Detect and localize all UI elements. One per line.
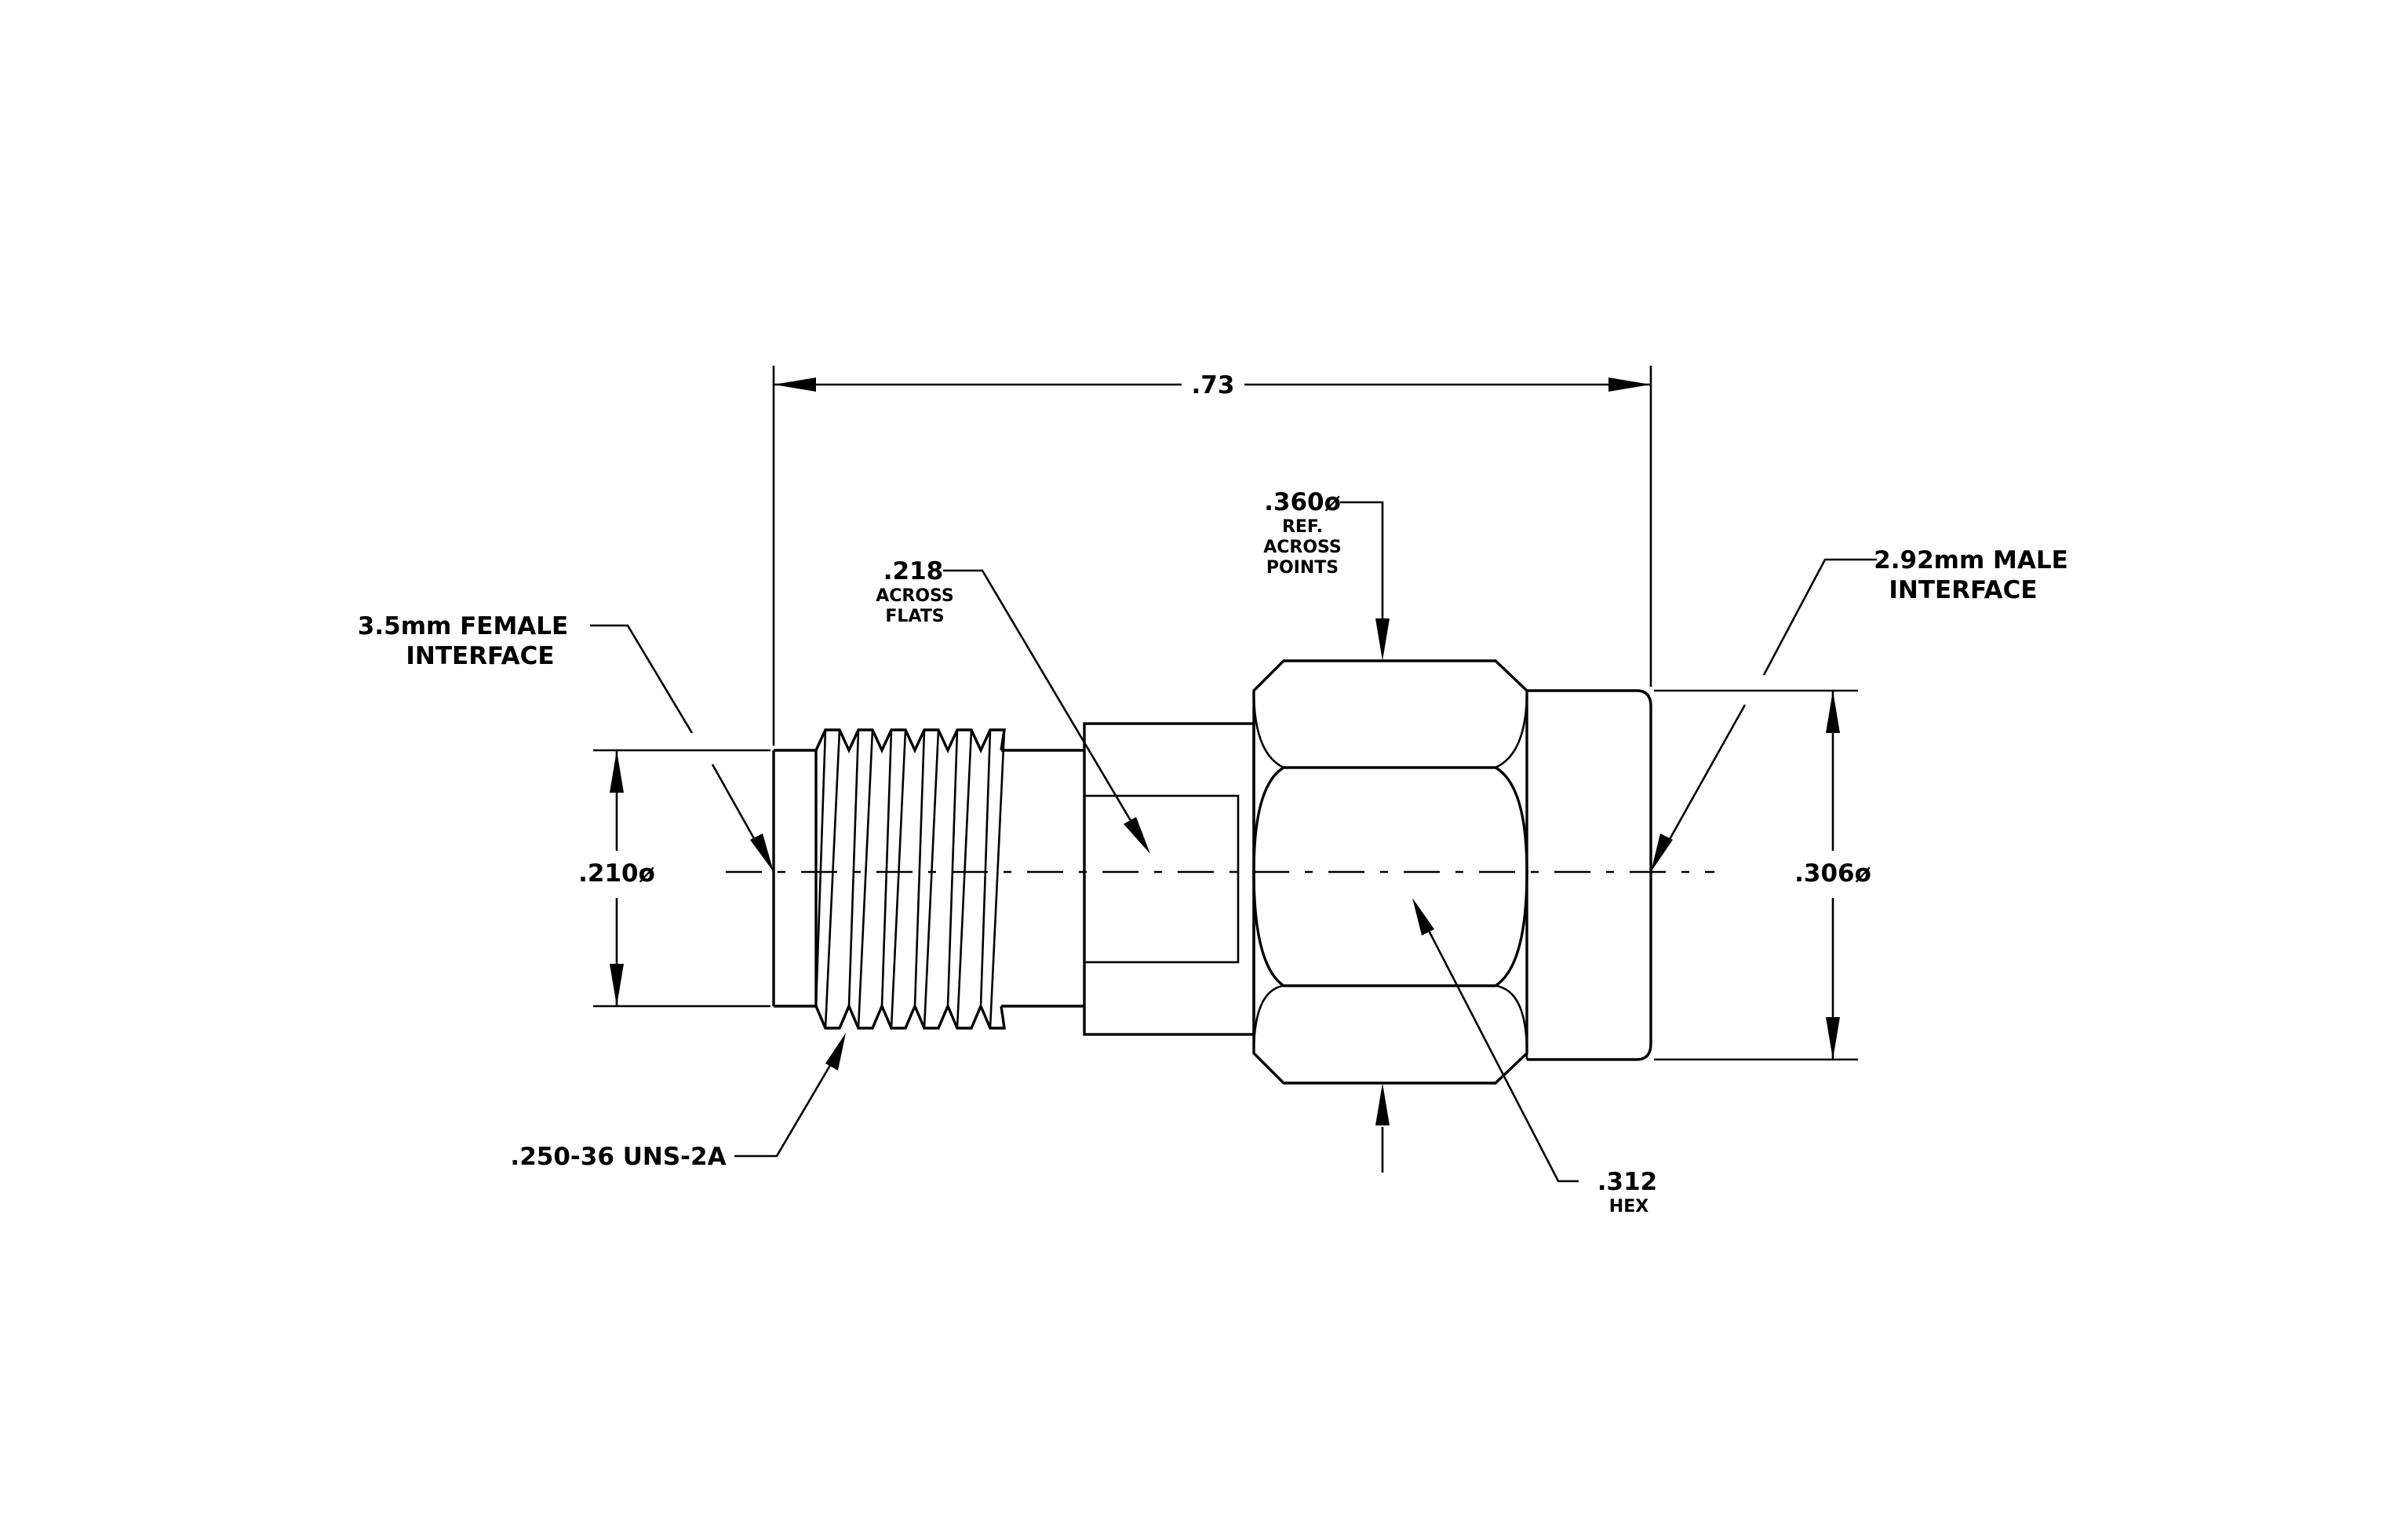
overall-length-dimension: .73 (772, 366, 1652, 746)
left-diameter-label: .210ø (578, 859, 655, 888)
thread-spec: .250-36 UNS-2A (510, 1143, 726, 1171)
flats-callout: .218 ACROSS FLATS (876, 557, 1150, 854)
hex-nut (1252, 659, 1528, 1085)
flats-line1: ACROSS (876, 586, 954, 606)
right-diameter-label: .306ø (1794, 859, 1871, 888)
points-line1: REF. (1282, 517, 1323, 537)
male-body (1525, 689, 1652, 1061)
male-interface-line2: INTERFACE (1889, 576, 2037, 604)
hex-value: .312 (1597, 1168, 1658, 1196)
hex-callout: .312 HEX (1412, 898, 1657, 1216)
female-interface-line2: INTERFACE (406, 642, 554, 670)
overall-length-label: .73 (1192, 371, 1235, 399)
female-interface-callout: 3.5mm FEMALE INTERFACE (358, 612, 774, 872)
male-interface-line1: 2.92mm MALE (1874, 546, 2068, 574)
points-line3: POINTS (1266, 558, 1339, 578)
female-interface-line1: 3.5mm FEMALE (358, 612, 568, 640)
hex-label: HEX (1609, 1197, 1648, 1216)
flats-section (1083, 722, 1255, 1036)
male-interface-callout: 2.92mm MALE INTERFACE (1651, 546, 2068, 872)
points-value: .360ø (1264, 488, 1341, 516)
threaded-section (772, 728, 1084, 1030)
right-diameter-dimension: .306ø (1654, 689, 1871, 1061)
flats-line2: FLATS (885, 607, 944, 626)
points-line2: ACROSS (1263, 538, 1342, 557)
across-points-callout: .360ø REF. ACROSS POINTS (1263, 488, 1390, 1173)
thread-callout: .250-36 UNS-2A (510, 1033, 846, 1171)
flats-value: .218 (883, 557, 944, 585)
left-diameter-dimension: .210ø (578, 749, 770, 1008)
